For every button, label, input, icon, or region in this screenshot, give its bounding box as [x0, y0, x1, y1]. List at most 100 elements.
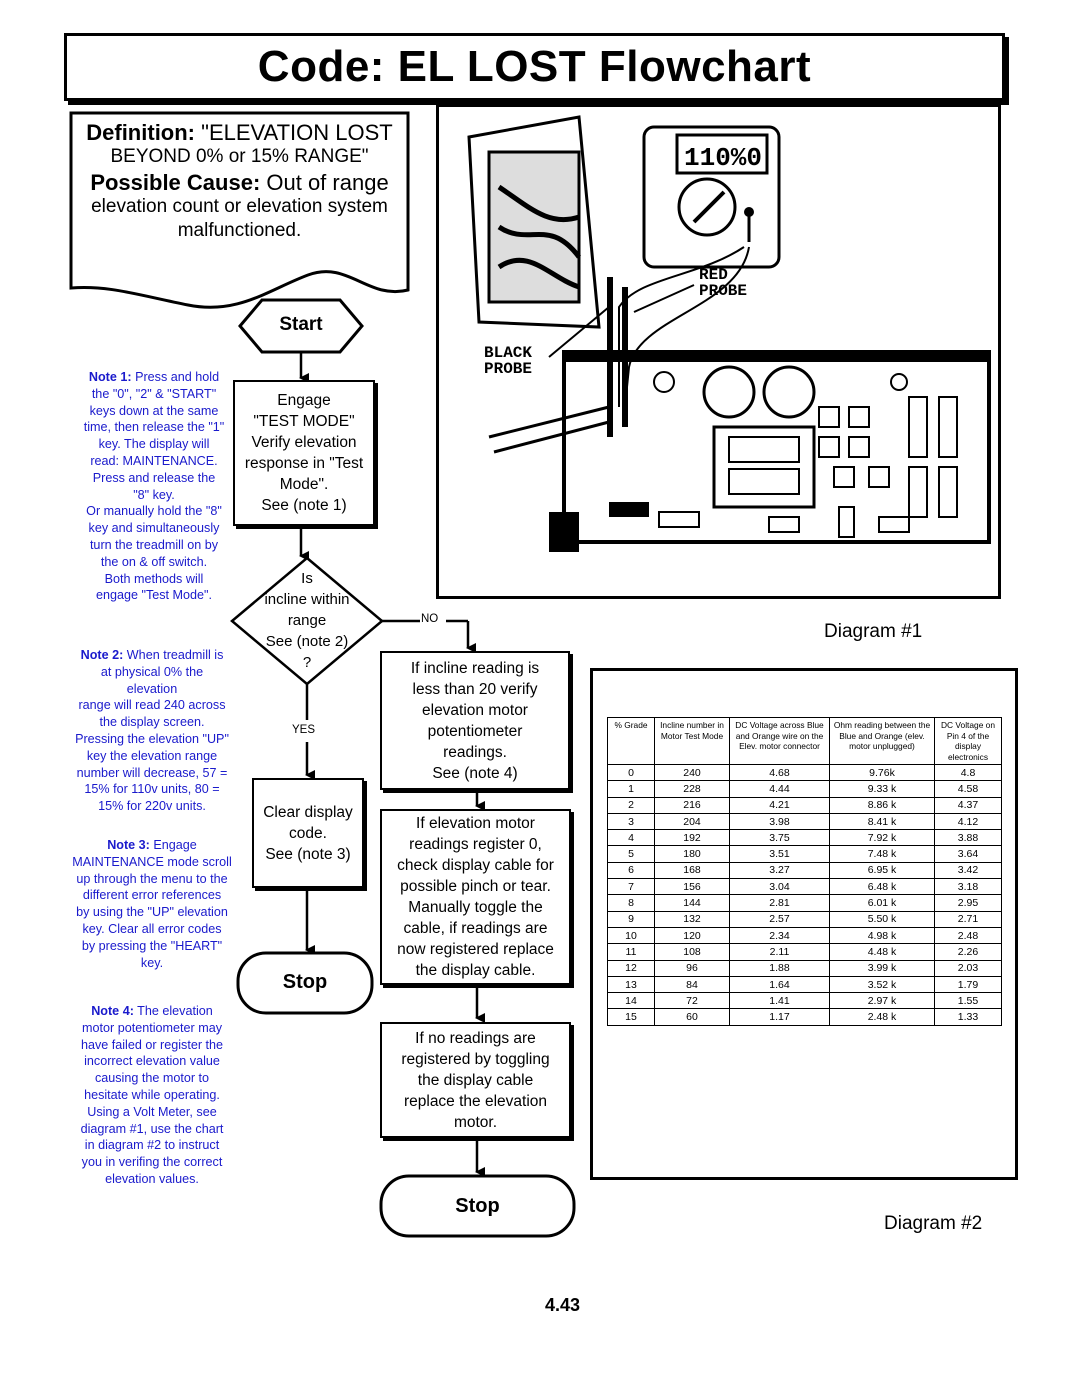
table-cell: 4.44 [729, 780, 830, 798]
elev-line-2: readings register 0, [409, 836, 542, 853]
note-3-line: key. [140, 955, 164, 970]
table-cell: 1.79 [934, 975, 1002, 994]
note-4-line: in diagram #2 to instruct [84, 1138, 220, 1153]
engage-line-1: Engage [277, 392, 331, 409]
note-2-line: When treadmill is [126, 648, 224, 662]
table-cell: 2.48 [934, 926, 1002, 945]
definition-label: Definition: [86, 120, 196, 145]
table-cell: 2.11 [729, 943, 830, 961]
header-dc-voltage-wire: DC Voltage across Blue and Orange wire o… [729, 717, 830, 765]
clear-line-1: Clear display [263, 803, 353, 821]
note-2-line: at physical 0% the [100, 664, 204, 679]
clear-line-2: code. [289, 824, 327, 842]
note-4-line: Using a Volt Meter, see [87, 1104, 217, 1119]
voltage-table: % Grade Incline number in Motor Test Mod… [607, 717, 1002, 1026]
table-cell: 4.8 [934, 763, 1002, 782]
definition-shape [69, 111, 410, 309]
no-readings-box: If no readings are registered by togglin… [380, 1022, 571, 1138]
elevation-motor-box: If elevation motor readings register 0, … [380, 809, 571, 985]
note-2-label: Note 2: [80, 648, 124, 662]
note-2-line: 15% for 110v units, 80 = [84, 782, 220, 797]
table-cell: 8.41 k [829, 812, 935, 831]
table-cell: 144 [654, 894, 730, 912]
decision-shape [230, 556, 384, 686]
table-cell: 1.33 [934, 1008, 1002, 1026]
engage-line-4: response in "Test [244, 455, 364, 472]
clear-line-3: See (note 3) [265, 845, 351, 863]
cause-label: Possible Cause: [90, 170, 261, 195]
engage-line-3: Verify elevation [251, 434, 357, 451]
definition-line-5: malfunctioned. [177, 220, 302, 241]
note-1-line: time, then release the "1" [83, 420, 225, 435]
table-cell: 3.27 [729, 861, 830, 880]
note-1-line: read: MAINTENANCE. [90, 453, 218, 468]
note-2-line: number will decrease, 57 = [76, 765, 228, 780]
table-cell: 2.26 [934, 943, 1002, 961]
incline-line-4: potentiometer [427, 722, 523, 740]
note-3-line: up through the menu to the [76, 871, 228, 886]
note-1: Note 1: Press and hold the "0", "2" & "S… [74, 369, 234, 604]
note-2-line: key the elevation range [86, 748, 218, 763]
diagram-2-frame [590, 668, 1018, 1180]
table-cell: 60 [654, 1008, 730, 1026]
note-4-line: elevation values. [105, 1171, 199, 1186]
noread-line-2: registered by toggling [401, 1050, 550, 1068]
note-4-line: have failed or register the [80, 1037, 224, 1052]
note-4-line: hesitate while operating. [84, 1087, 220, 1102]
header-ohm-reading: Ohm reading between the Blue and Orange … [829, 717, 935, 765]
table-cell: 3.04 [729, 878, 830, 896]
incline-line-2: less than 20 verify [412, 680, 538, 698]
definition-text: Definition: "ELEVATION LOST BEYOND 0% or… [71, 113, 408, 283]
elev-line-5: Manually toggle the [408, 899, 543, 916]
black-probe-label-1: BLACK [484, 344, 532, 362]
cause-value: Out of range [260, 170, 389, 195]
note-1-line: Or manually hold the "8" [86, 504, 222, 519]
table-cell: 2.95 [934, 894, 1002, 912]
table-header-row: % Grade Incline number in Motor Test Mod… [607, 717, 1002, 765]
note-3-line: by using the "UP" elevation [76, 905, 228, 920]
table-cell: 2.71 [934, 910, 1002, 928]
table-cell: 192 [654, 829, 730, 847]
incline-reading-box: If incline reading is less than 20 verif… [380, 651, 570, 790]
black-probe-label-2: PROBE [484, 360, 532, 378]
note-2-line: the display screen. [99, 715, 205, 730]
table-cell: 9.33 k [829, 780, 935, 798]
meter-display: 110%0 [684, 143, 762, 173]
table-cell: 204 [654, 812, 730, 831]
note-1-line: Press and hold [135, 370, 220, 384]
decision-line-4: See (note 2) [265, 633, 349, 650]
no-label: NO [421, 613, 439, 625]
decision-line-5: ? [302, 654, 312, 671]
table-cell: 9.76k [829, 763, 935, 782]
page-title: Code: EL LOST Flowchart [257, 42, 812, 91]
note-4-line: motor potentiometer may [82, 1020, 222, 1035]
decision-line-3: range [287, 612, 327, 629]
table-cell: 1.55 [934, 992, 1002, 1010]
note-1-line: the "0", "2" & "START" [91, 386, 217, 401]
note-3-line: key. Clear all error codes [82, 921, 222, 936]
table-cell: 7.92 k [829, 829, 935, 847]
note-1-line: the on & off switch. [100, 554, 208, 569]
noread-line-1: If no readings are [415, 1029, 536, 1047]
note-4-line: diagram #1, use the chart [80, 1121, 224, 1136]
note-4-line: incorrect elevation value [84, 1054, 220, 1069]
note-3-label: Note 3: [107, 838, 150, 852]
diagram-1-caption: Diagram #1 [824, 621, 923, 642]
stop-label-2: Stop [455, 1195, 500, 1217]
table-cell: 2.48 k [829, 1008, 935, 1026]
note-2-line: Pressing the elevation "UP" [75, 731, 229, 746]
stop-shape-2 [379, 1174, 576, 1238]
elev-line-8: the display cable. [415, 962, 536, 979]
note-1-line: key. The display will [98, 437, 210, 452]
note-1-line: Both methods will [104, 571, 204, 586]
note-3-line: Engage [153, 838, 197, 852]
